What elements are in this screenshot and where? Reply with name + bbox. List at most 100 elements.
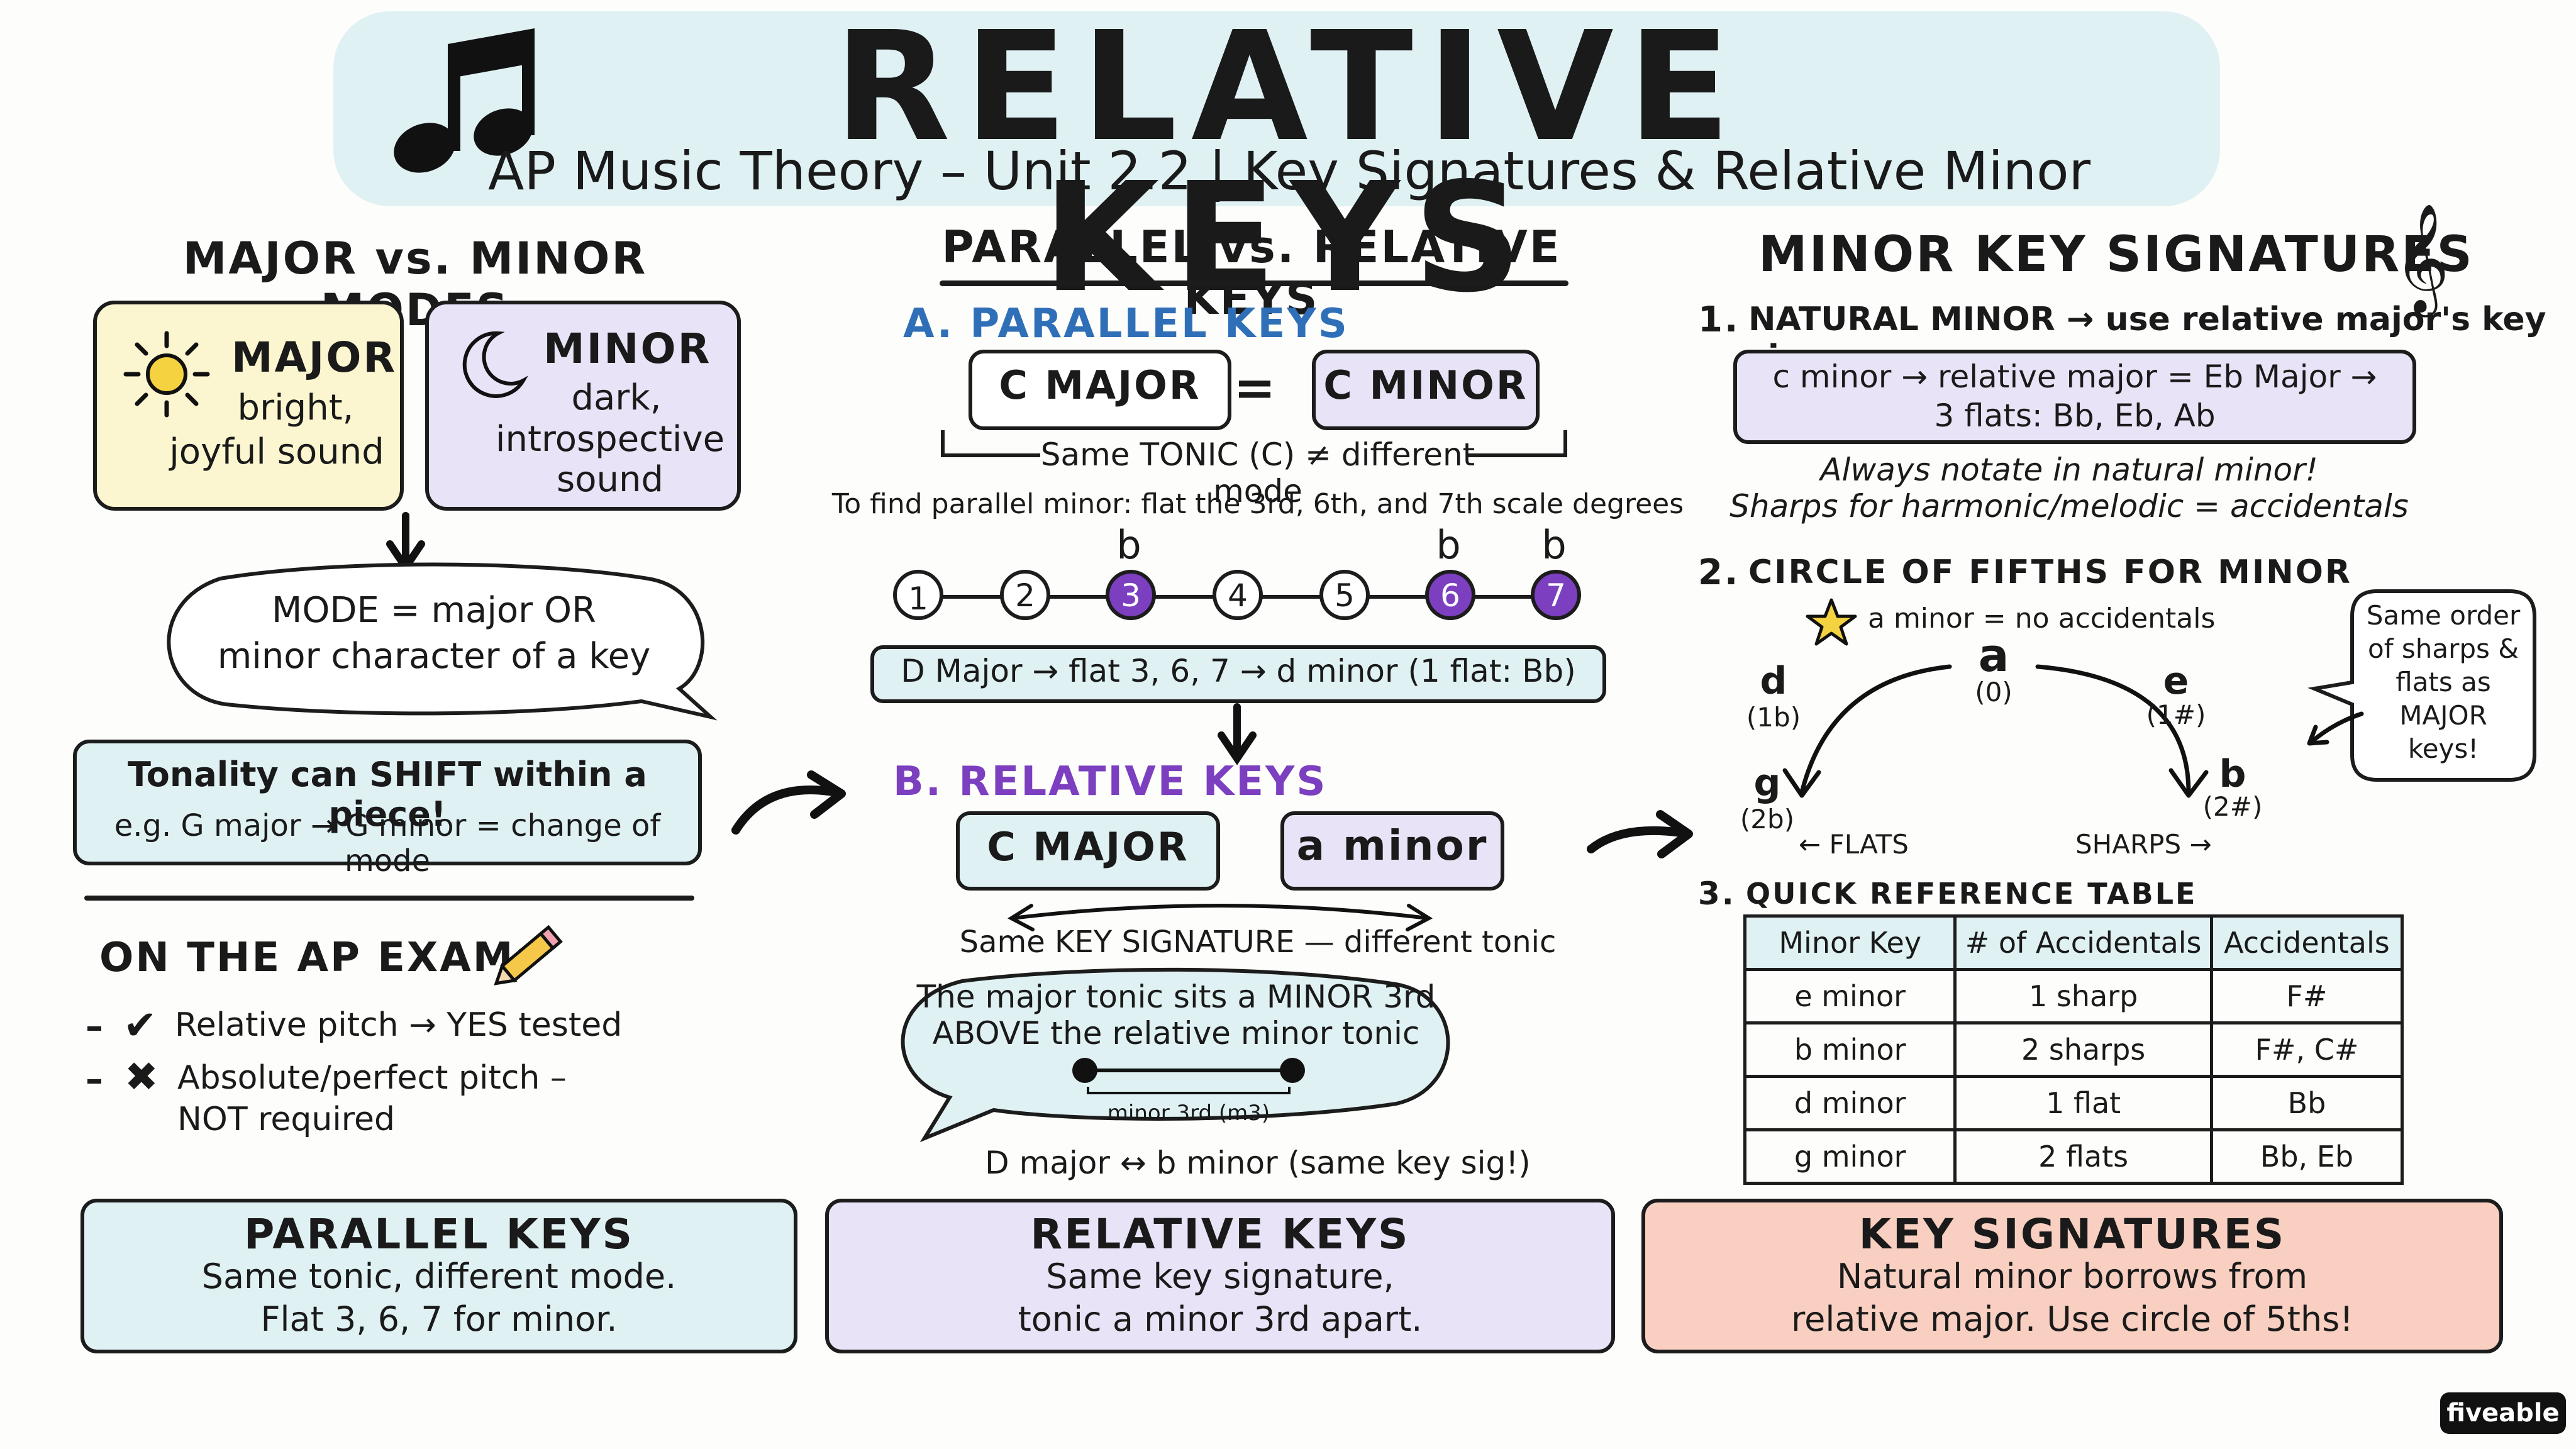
minor-third-label: minor 3rd (m3) [1107, 1101, 1270, 1126]
cross-icon: ✖ [125, 1054, 158, 1101]
reference-table: Minor Key # of Accidentals Accidentals e… [1743, 914, 2404, 1185]
flats-direction-label: ← FLATS [1799, 829, 1909, 860]
scale-degree-5: 5 [1319, 570, 1370, 620]
summary-keysig-line-1: Natural minor borrows from [1836, 1257, 2308, 1296]
table-row: b minor 2 sharps F#, C# [1743, 1021, 2404, 1078]
callout-line-3: flats as [2396, 667, 2491, 697]
table-cell: Bb, Eb [2209, 1128, 2404, 1185]
exam-item-1-dash: – [86, 1006, 103, 1047]
section-3-number: 3. [1698, 875, 1736, 912]
header-banner [333, 11, 2220, 206]
treble-clef-icon: 𝄞 [2394, 203, 2450, 313]
table-header-count: # of Accidentals [1953, 914, 2213, 971]
scale-degree-7: 7 [1531, 570, 1581, 620]
table-cell: 1 sharp [1953, 968, 2213, 1024]
equals-sign: = [1233, 358, 1276, 417]
flow-arrow-right [1585, 805, 1698, 868]
notate-note-1: Always notate in natural minor! [1820, 452, 2318, 488]
table-row: d minor 1 flat Bb [1743, 1075, 2404, 1131]
table-row: e minor 1 sharp F# [1743, 968, 2404, 1024]
rel-a-minor-label: a minor [1296, 821, 1489, 870]
exam-item-2-dash: – [86, 1059, 103, 1100]
summary-keysig-line-2: relative major. Use circle of 5ths! [1791, 1299, 2353, 1339]
minor-third-bubble-line-2: ABOVE the relative minor tonic [932, 1015, 1420, 1052]
c-minor-example-box [1733, 350, 2416, 444]
interval-diagram [1069, 1057, 1308, 1107]
table-cell: F#, C# [2209, 1021, 2404, 1078]
mode-bubble-line-1: MODE = major OR [272, 590, 596, 631]
same-keysig-text: Same KEY SIGNATURE — different tonic [959, 924, 1557, 960]
table-cell: Bb [2209, 1075, 2404, 1131]
scale-degree-6: 6 [1425, 570, 1475, 620]
minor-mode-card [425, 301, 741, 511]
rel-c-major-label: C MAJOR [987, 824, 1189, 870]
summary-relative-line-1: Same key signature, [1046, 1257, 1394, 1296]
major-title: MAJOR [231, 333, 397, 382]
flat-sign-3: b [1116, 522, 1141, 568]
circle-key-b: b [2219, 752, 2246, 796]
summary-keysig-title: KEY SIGNATURES [1858, 1210, 2286, 1258]
sun-icon [119, 327, 214, 421]
pencil-icon [484, 918, 566, 1000]
notate-note-2: Sharps for harmonic/melodic = accidental… [1729, 488, 2409, 525]
c-major-label: C MAJOR [999, 362, 1201, 408]
section-2-number: 2. [1698, 552, 1740, 593]
c-minor-box [1312, 350, 1540, 430]
table-cell: 2 flats [1953, 1128, 2213, 1185]
exam-item-1: Relative pitch → YES tested [175, 1006, 623, 1044]
section-1-text: NATURAL MINOR → use relative major's key… [1748, 301, 2546, 376]
parallel-relative-heading: PARALLEL vs. RELATIVE KEYS [941, 221, 1562, 325]
major-desc-1: bright, [237, 387, 354, 428]
rel-a-minor-box [1280, 811, 1504, 891]
d-major-example-text: D Major → flat 3, 6, 7 → d minor (1 flat… [901, 653, 1576, 689]
minor-desc-2: introspective [495, 419, 725, 460]
circle-acc-d: (1b) [1746, 702, 1801, 733]
minor-desc-3: sound [557, 459, 663, 500]
double-arrow-icon [1000, 887, 1440, 937]
callout-line-4: MAJOR [2399, 700, 2487, 731]
section-3-text: QUICK REFERENCE TABLE [1746, 877, 2197, 911]
relative-keys-subheading: B. RELATIVE KEYS [893, 758, 1328, 805]
table-header-minor-key: Minor Key [1743, 914, 1957, 971]
divider [84, 896, 694, 901]
circle-acc-b: (2#) [2202, 791, 2263, 822]
summary-relative-line-2: tonic a minor 3rd apart. [1018, 1299, 1423, 1339]
mode-speech-bubble [145, 562, 723, 723]
mode-bubble-line-2: minor character of a key [217, 636, 651, 677]
page-subtitle: AP Music Theory – Unit 2.2 | Key Signatu… [487, 140, 2091, 202]
minor-third-bubble-line-1: The major tonic sits a MINOR 3rd [916, 979, 1436, 1015]
table-header-row: Minor Key # of Accidentals Accidentals [1743, 914, 2404, 971]
c-minor-example-line-2: 3 flats: Bb, Eb, Ab [1934, 397, 2216, 434]
flat-sign-6: b [1436, 522, 1461, 568]
summary-relative-card [825, 1199, 1615, 1353]
minor-title: MINOR [543, 325, 712, 373]
callout-line-2: of sharps & [2368, 633, 2519, 664]
same-tonic-text: Same TONIC (C) ≠ different mode [1040, 436, 1475, 509]
table-cell: e minor [1743, 968, 1957, 1024]
star-text: a minor = no accidentals [1868, 602, 2216, 635]
callout-line-5: keys! [2407, 733, 2479, 764]
parallel-keys-subheading: A. PARALLEL KEYS [903, 301, 1349, 347]
exam-heading: ON THE AP EXAM: [99, 935, 533, 981]
moon-icon [454, 327, 530, 402]
minor-third-bubble [880, 967, 1472, 1145]
c-minor-example-line-1: c minor → relative major = Eb Major → [1772, 358, 2377, 395]
summary-keysig-card [1641, 1199, 2503, 1353]
circle-key-g: g [1753, 761, 1781, 805]
minor-keysig-heading: MINOR KEY SIGNATURES [1758, 226, 2474, 283]
major-desc-2: joyful sound [169, 431, 384, 472]
table-cell: g minor [1743, 1128, 1957, 1185]
major-mode-card [93, 301, 404, 511]
table-row: g minor 2 flats Bb, Eb [1743, 1128, 2404, 1185]
tonality-shift-box [73, 740, 702, 865]
flat-sign-7: b [1541, 522, 1567, 568]
star-icon [1806, 597, 1857, 648]
scale-degree-4: 4 [1213, 570, 1263, 620]
section-1-number: 1. [1698, 299, 1740, 340]
table-header-accidentals: Accidentals [2209, 914, 2404, 971]
c-major-box [969, 350, 1231, 430]
page-title: RELATIVE KEYS [834, 0, 1745, 326]
exam-item-2b: NOT required [177, 1101, 395, 1138]
table-cell: 1 flat [1953, 1075, 2213, 1131]
d-major-b-minor-text: D major ↔ b minor (same key sig!) [985, 1145, 1531, 1181]
